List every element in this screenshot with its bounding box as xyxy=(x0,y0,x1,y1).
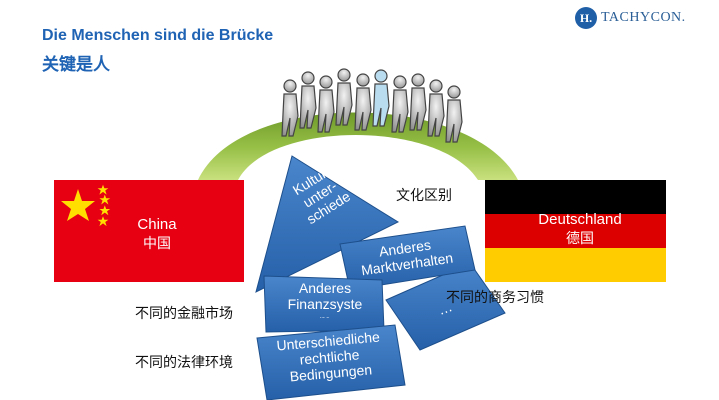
slide-title-german: Die Menschen sind die Brücke xyxy=(42,27,274,44)
legal-arrow xyxy=(256,324,406,400)
germany-name-chinese: 德国 xyxy=(566,230,594,247)
china-label: China 中国 xyxy=(112,215,202,253)
slide-title-chinese: 关键是人 xyxy=(42,55,110,75)
finance-label-chinese: 不同的金融市场 xyxy=(135,306,233,322)
germany-flag: Deutschland 德国 xyxy=(485,180,666,282)
legal-label-chinese: 不同的法律环境 xyxy=(135,355,233,371)
china-name: China xyxy=(137,216,177,233)
culture-label-chinese: 文化区别 xyxy=(396,188,452,204)
market-arrow xyxy=(339,225,476,291)
finance-label-line3: m xyxy=(270,312,380,318)
finance-label-line2: Finanzsyste xyxy=(287,296,363,313)
germany-label: Deutschland 德国 xyxy=(515,210,645,248)
finance-arrow-label: Anderes Finanzsyste m xyxy=(270,280,380,318)
logo-mark-icon: H. xyxy=(575,7,597,29)
business-label-chinese: 不同的商务习惯 xyxy=(446,290,544,306)
germany-name: Deutschland xyxy=(538,211,622,228)
logo-text: TACHYCON. xyxy=(601,10,686,25)
china-stars-icon xyxy=(61,184,111,227)
china-name-chinese: 中国 xyxy=(143,235,171,252)
finance-label-line1: Anderes xyxy=(298,280,352,296)
china-flag: China 中国 xyxy=(54,180,244,282)
people-group-icon xyxy=(281,68,463,143)
tachycon-logo: H. TACHYCON. xyxy=(575,7,686,29)
culture-arrow xyxy=(255,155,400,293)
